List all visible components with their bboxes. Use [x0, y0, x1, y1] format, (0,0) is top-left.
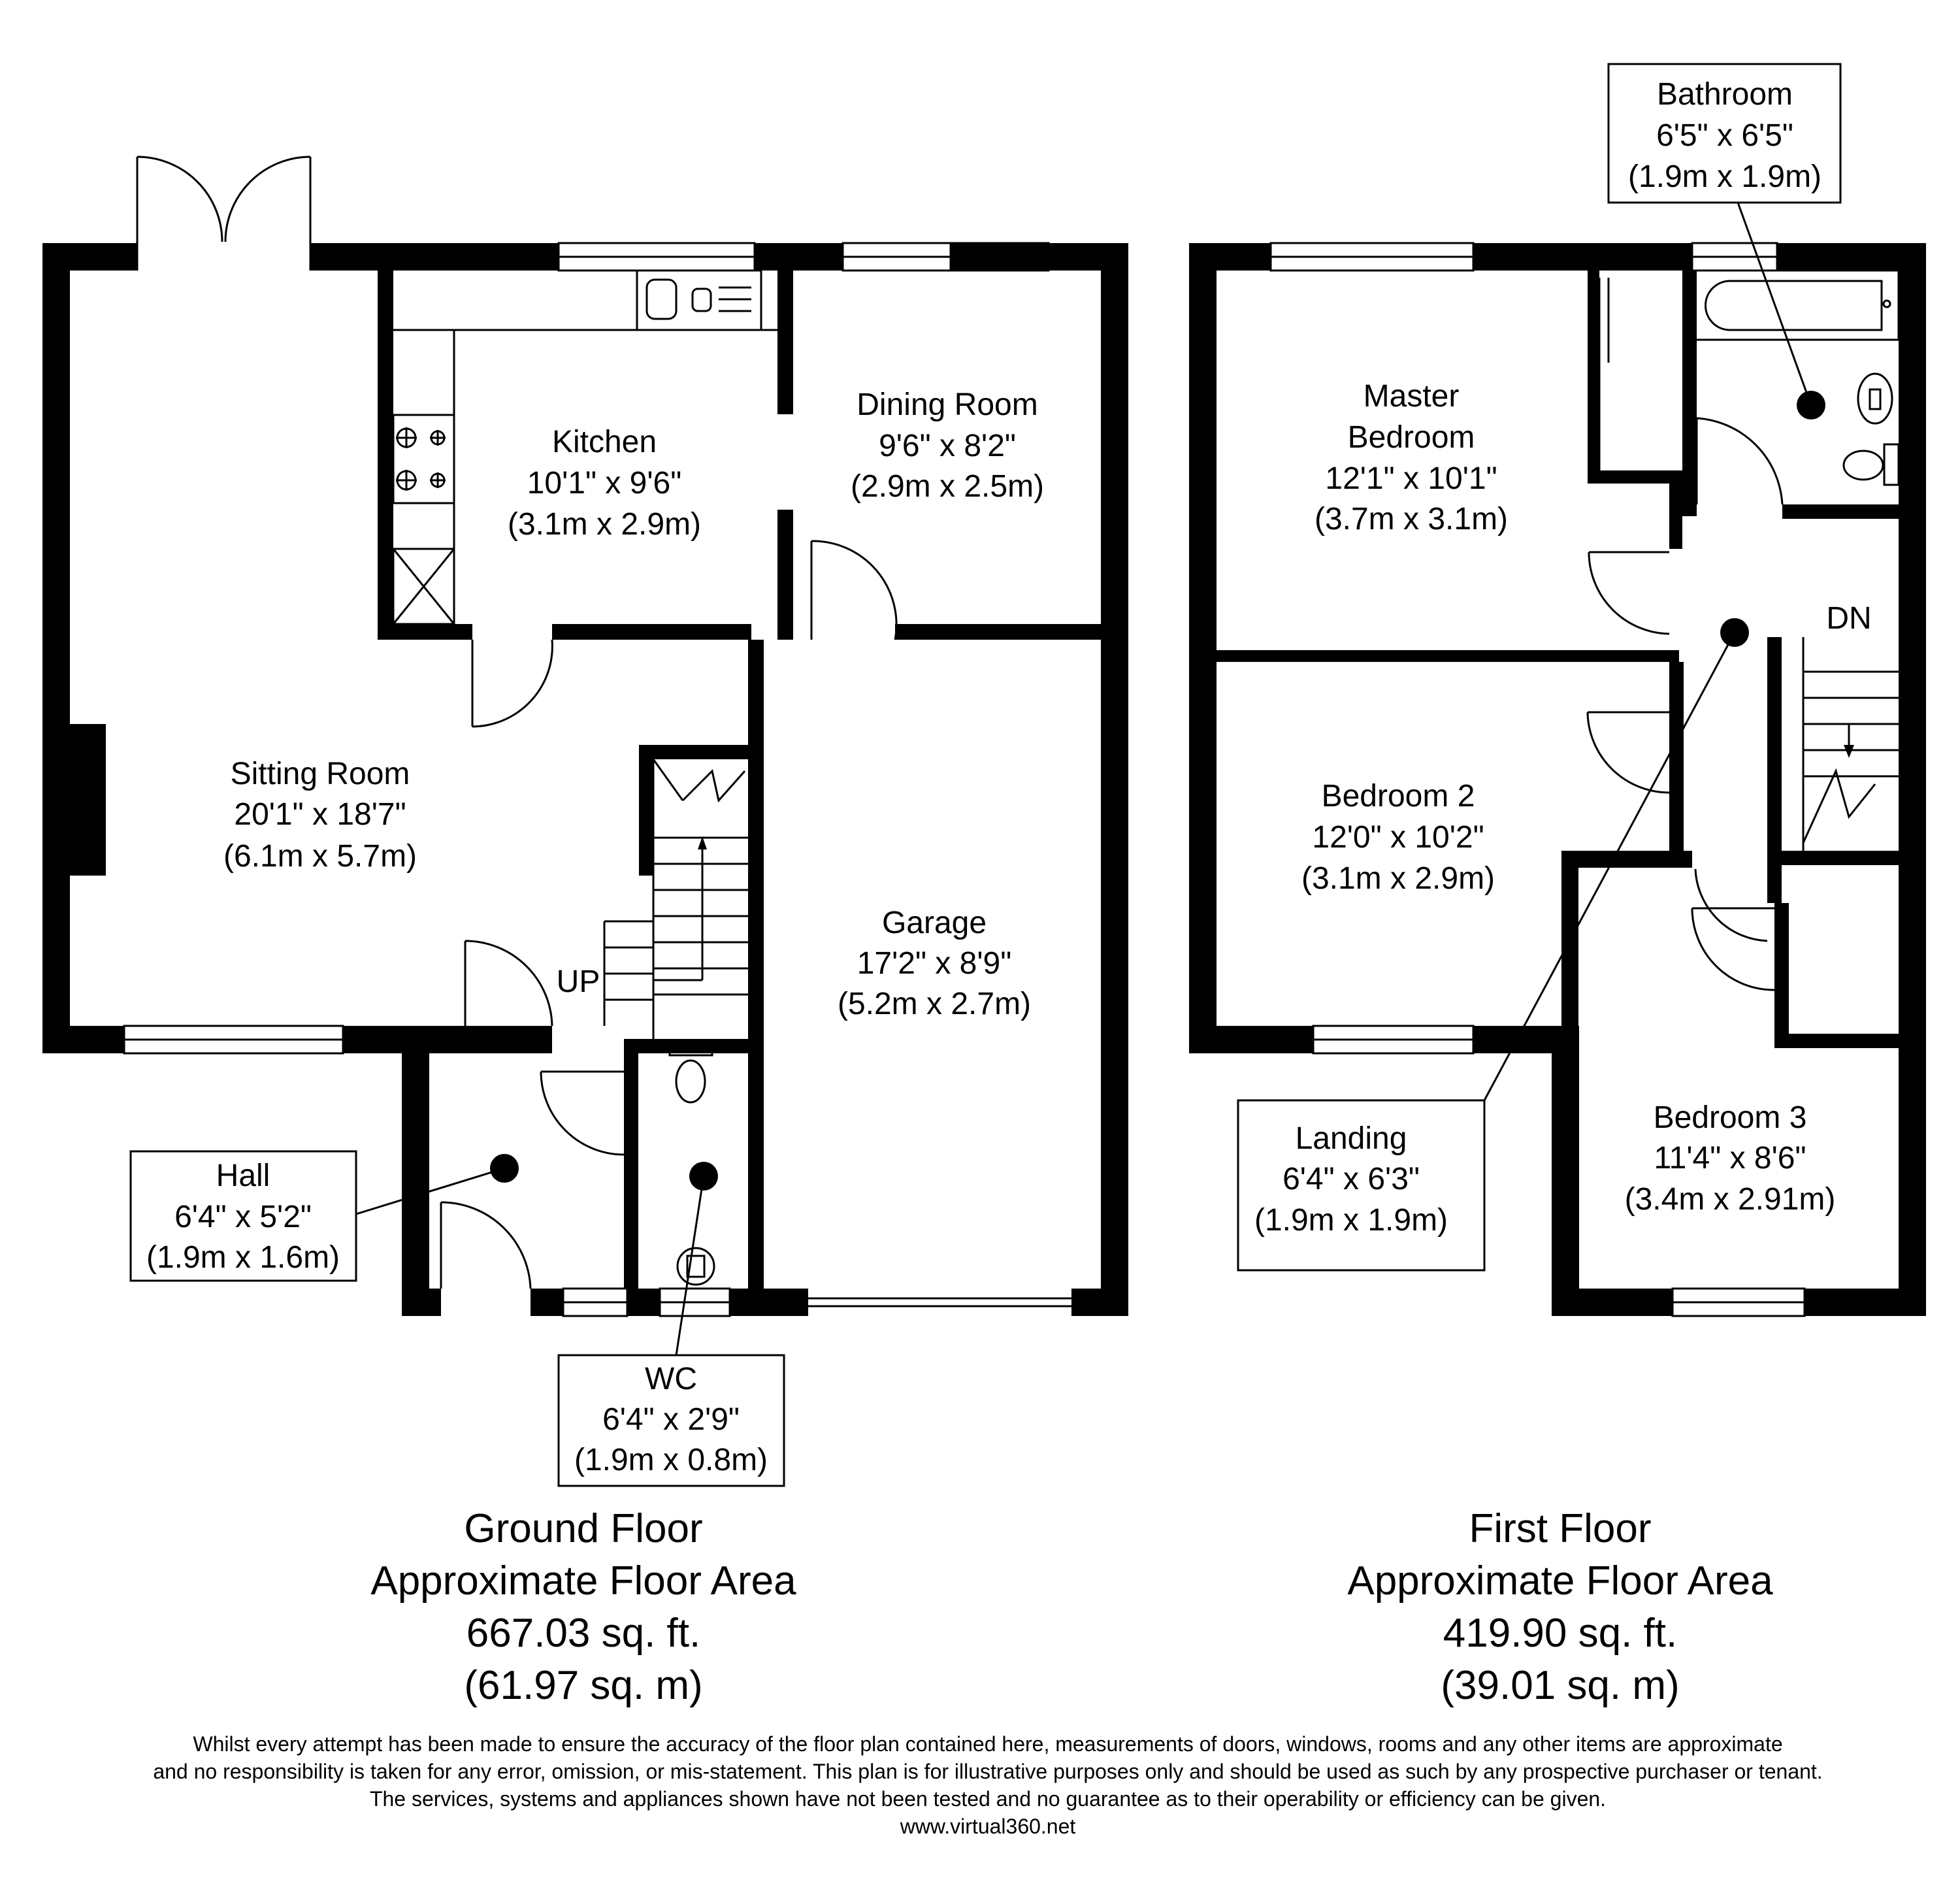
kitchen-name: Kitchen [552, 425, 657, 459]
garage-name: Garage [882, 906, 987, 940]
dining-room-label: Dining Room 9'6" x 8'2" (2.9m x 2.5m) [851, 387, 1044, 504]
wc-metric: (1.9m x 0.8m) [574, 1443, 768, 1477]
stairs-down-label: DN [1826, 601, 1871, 636]
bedroom-2-imperial: 12'0" x 10'2" [1312, 820, 1484, 855]
disclaimer-line-3: The services, systems and appliances sho… [370, 1787, 1606, 1811]
bedroom-3-metric: (3.4m x 2.91m) [1625, 1182, 1836, 1217]
bedroom-2-metric: (3.1m x 2.9m) [1301, 861, 1495, 896]
garage-label: Garage 17'2" x 8'9" (5.2m x 2.7m) [838, 906, 1031, 1021]
master-bedroom-name-line1: Master [1364, 379, 1460, 414]
landing-name: Landing [1296, 1121, 1407, 1156]
first-floor-plan: Master Bedroom 12'1" x 10'1" (3.7m x 3.1… [1189, 63, 1926, 1708]
landing-imperial: 6'4" x 6'3" [1282, 1162, 1420, 1196]
first-floor-area-metric: (39.01 sq. m) [1441, 1663, 1679, 1708]
hall-name: Hall [216, 1159, 270, 1193]
wc-label: WC 6'4" x 2'9" (1.9m x 0.8m) [557, 1354, 785, 1487]
wc-imperial: 6'4" x 2'9" [602, 1402, 740, 1437]
ground-floor-subtitle: Approximate Floor Area [370, 1558, 796, 1603]
bedroom-3-imperial: 11'4" x 8'6" [1654, 1141, 1806, 1176]
ground-floor-title: Ground Floor [464, 1506, 702, 1551]
ground-floor-area-metric: (61.97 sq. m) [464, 1663, 702, 1708]
sitting-room-metric: (6.1m x 5.7m) [223, 839, 417, 874]
ground-floor-summary: Ground Floor Approximate Floor Area 667.… [370, 1506, 796, 1708]
master-bedroom-metric: (3.7m x 3.1m) [1315, 502, 1508, 536]
dining-room-name: Dining Room [857, 387, 1037, 422]
bedroom-2-label: Bedroom 2 12'0" x 10'2" (3.1m x 2.9m) [1301, 779, 1495, 896]
first-floor-thin-lines [1269, 202, 1900, 1317]
sitting-room-label: Sitting Room 20'1" x 18'7" (6.1m x 5.7m) [223, 757, 417, 874]
hall-metric: (1.9m x 1.6m) [146, 1240, 340, 1275]
first-floor-summary: First Floor Approximate Floor Area 419.9… [1347, 1506, 1773, 1708]
first-floor-title: First Floor [1469, 1506, 1652, 1551]
master-bedroom-label: Master Bedroom 12'1" x 10'1" (3.7m x 3.1… [1315, 379, 1508, 536]
disclaimer-line-1: Whilst every attempt has been made to en… [193, 1732, 1782, 1756]
master-bedroom-imperial: 12'1" x 10'1" [1325, 461, 1497, 496]
ground-floor-plan: Sitting Room 20'1" x 18'7" (6.1m x 5.7m)… [42, 156, 1128, 1708]
ground-floor-walls [42, 243, 1128, 1316]
kitchen-label: Kitchen 10'1" x 9'6" (3.1m x 2.9m) [508, 425, 701, 542]
first-floor-walls [1189, 243, 1926, 1316]
website-link[interactable]: www.virtual360.net [900, 1815, 1076, 1838]
sitting-room-imperial: 20'1" x 18'7" [234, 797, 406, 832]
bathroom-imperial: 6'5" x 6'5" [1656, 118, 1793, 153]
bedroom-3-name: Bedroom 3 [1654, 1100, 1807, 1135]
bathroom-name: Bathroom [1657, 77, 1793, 112]
bedroom-3-label: Bedroom 3 11'4" x 8'6" (3.4m x 2.91m) [1625, 1100, 1836, 1217]
first-floor-markers [1720, 391, 1854, 758]
disclaimer: Whilst every attempt has been made to en… [153, 1732, 1822, 1838]
ground-floor-area-imperial: 667.03 sq. ft. [466, 1611, 700, 1656]
dining-room-imperial: 9'6" x 8'2" [879, 429, 1016, 463]
ground-floor-thin-lines [123, 156, 1071, 1356]
kitchen-imperial: 10'1" x 9'6" [527, 466, 682, 501]
landing-metric: (1.9m x 1.9m) [1254, 1203, 1448, 1238]
bedroom-2-name: Bedroom 2 [1322, 779, 1475, 814]
hall-label: Hall 6'4" x 5'2" (1.9m x 1.6m) [129, 1150, 357, 1282]
garage-metric: (5.2m x 2.7m) [838, 987, 1031, 1021]
wc-name: WC [645, 1362, 697, 1396]
dining-room-metric: (2.9m x 2.5m) [851, 469, 1044, 504]
bathroom-label: Bathroom 6'5" x 6'5" (1.9m x 1.9m) [1607, 63, 1842, 204]
disclaimer-line-2: and no responsibility is taken for any e… [153, 1760, 1822, 1783]
kitchen-metric: (3.1m x 2.9m) [508, 507, 701, 542]
master-bedroom-name-line2: Bedroom [1348, 420, 1475, 455]
hall-imperial: 6'4" x 5'2" [174, 1200, 312, 1234]
bathroom-metric: (1.9m x 1.9m) [1628, 159, 1821, 194]
garage-imperial: 17'2" x 8'9" [857, 946, 1012, 981]
ground-floor-markers [490, 836, 718, 1191]
stairs-up-label: UP [557, 964, 600, 999]
landing-label: Landing 6'4" x 6'3" (1.9m x 1.9m) [1237, 1099, 1486, 1272]
first-floor-subtitle: Approximate Floor Area [1347, 1558, 1773, 1603]
sitting-room-name: Sitting Room [231, 757, 410, 791]
first-floor-area-imperial: 419.90 sq. ft. [1443, 1611, 1677, 1656]
